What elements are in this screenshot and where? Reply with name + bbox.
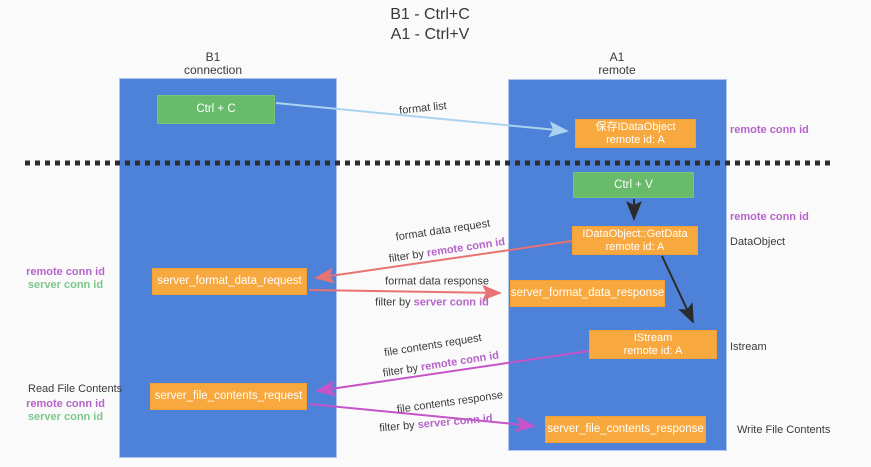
ctrl-c-box: Ctrl + C <box>157 95 275 124</box>
diagram-title-line2: A1 - Ctrl+V <box>390 26 470 43</box>
store-dataobject-box: 保存IDataObject remote id: A <box>575 119 696 148</box>
istream-side-label: Istream <box>730 341 767 353</box>
ctrl-c-label: Ctrl + C <box>196 103 236 115</box>
diagram-title-line1: B1 - Ctrl+C <box>390 6 470 23</box>
read-file-contents-label: Read File Contents <box>28 383 123 395</box>
filter-by-text: filter by <box>375 296 414 309</box>
remote-conn-id-text: remote conn id <box>420 349 500 374</box>
store-dataobject-line2: remote id: A <box>606 133 665 146</box>
write-file-contents-label: Write File Contents <box>737 424 831 436</box>
getdata-line1: IDataObject::GetData <box>582 227 688 240</box>
server-format-data-request-label: server_format_data_request <box>157 275 302 287</box>
left-conn-id-labels-bottom: remote conn id server conn id <box>8 398 123 424</box>
filter-by-text: filter by <box>378 419 419 435</box>
left-server-conn-id: server conn id <box>27 411 104 423</box>
format-data-response-arrow <box>308 284 502 301</box>
left-server-conn-id: server conn id <box>27 279 104 291</box>
server-file-contents-request-box: server_file_contents_request <box>150 383 307 410</box>
lifeline-right-name: A1 <box>609 50 625 64</box>
file-contents-response-filter-label: filter by server conn id <box>379 413 493 436</box>
ctrl-v-box: Ctrl + V <box>573 172 694 198</box>
istream-line1: IStream <box>633 331 673 344</box>
right-remote-conn-id-bottom: remote conn id <box>730 211 809 223</box>
right-remote-conn-id-top: remote conn id <box>730 124 809 136</box>
server-format-data-response-label: server_format_data_response <box>510 287 665 299</box>
server-file-contents-request-label: server_file_contents_request <box>154 390 303 402</box>
lifeline-left-header: B1 connection <box>153 51 273 77</box>
left-remote-conn-id: remote conn id <box>26 398 105 410</box>
getdata-box: IDataObject::GetData remote id: A <box>572 226 698 255</box>
lifeline-right-role: remote <box>598 63 636 77</box>
filter-by-text: filter by <box>382 361 422 380</box>
dataobject-label: DataObject <box>730 236 786 248</box>
remote-conn-id-text: remote conn id <box>426 235 506 260</box>
left-conn-id-labels-top: remote conn id server conn id <box>8 266 123 292</box>
server-conn-id-text: server conn id <box>417 412 494 432</box>
lifeline-left-role: connection <box>183 63 243 77</box>
format-data-response-filter-label: filter by server conn id <box>375 297 489 310</box>
store-dataobject-line1: 保存IDataObject <box>595 120 676 133</box>
left-remote-conn-id: remote conn id <box>26 266 105 278</box>
server-conn-id-text: server conn id <box>413 296 489 309</box>
server-file-contents-response-box: server_file_contents_response <box>545 416 706 443</box>
lifeline-right-header: A1 remote <box>557 51 677 77</box>
istream-line2: remote id: A <box>623 344 683 357</box>
format-data-response-label: format data response <box>385 275 489 288</box>
istream-box: IStream remote id: A <box>589 330 717 359</box>
getdata-line2: remote id: A <box>605 240 665 253</box>
lifeline-left-name: B1 <box>205 50 221 64</box>
server-format-data-response-box: server_format_data_response <box>510 280 665 307</box>
server-format-data-request-box: server_format_data_request <box>152 268 307 295</box>
format-list-label: format list <box>398 100 448 117</box>
filter-by-text: filter by <box>388 247 428 266</box>
ctrl-v-label: Ctrl + V <box>614 178 653 191</box>
server-file-contents-response-label: server_file_contents_response <box>547 423 704 435</box>
